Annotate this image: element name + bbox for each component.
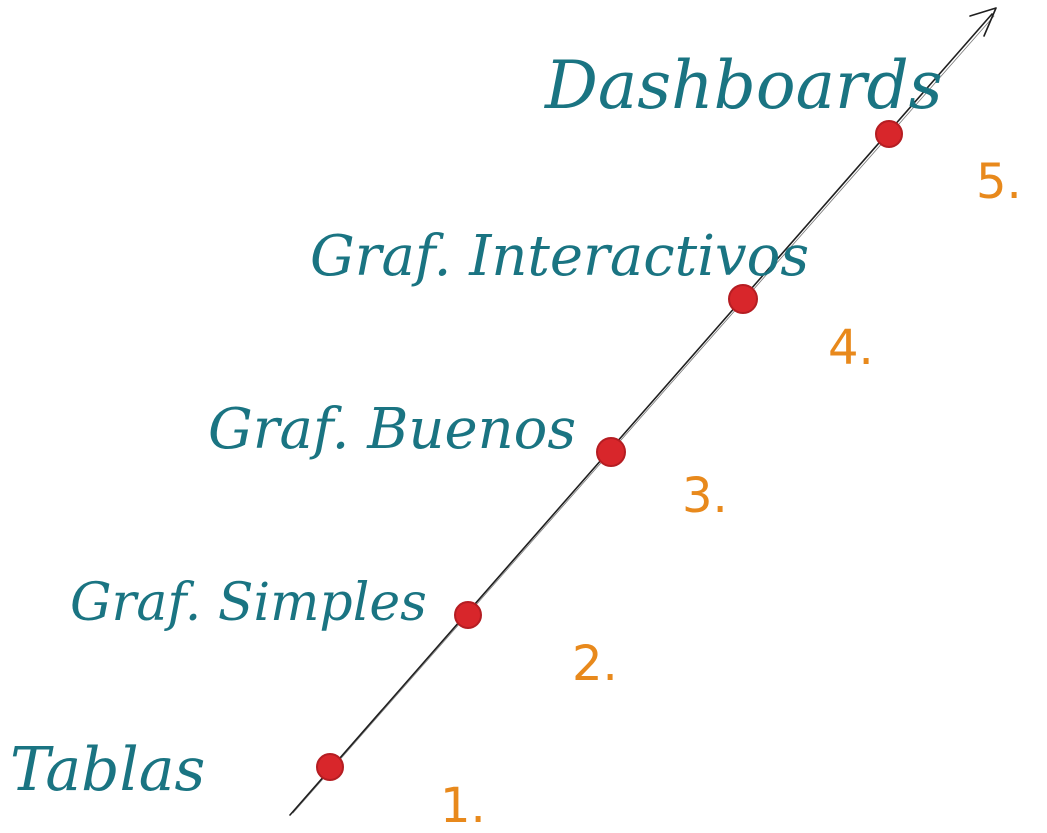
step-label-4: Graf. Interactivos [310, 224, 809, 289]
step-marker-4 [728, 284, 758, 314]
progression-axis-secondary [292, 15, 995, 814]
step-marker-2 [454, 601, 482, 629]
step-label-2: Graf. Simples [70, 573, 427, 633]
progression-axis [289, 13, 993, 816]
step-number-5: 5. [976, 154, 1022, 210]
step-number-2: 2. [572, 636, 618, 692]
step-marker-5 [875, 120, 903, 148]
step-label-5: Dashboards [544, 47, 943, 124]
step-marker-3 [596, 437, 626, 467]
step-number-3: 3. [682, 468, 728, 524]
step-number-1: 1. [440, 778, 486, 833]
axis-arrow-icon [969, 7, 997, 37]
step-label-1: Tablas [10, 735, 205, 805]
step-marker-1 [316, 753, 344, 781]
step-number-4: 4. [828, 320, 874, 376]
step-label-3: Graf. Buenos [208, 397, 576, 462]
